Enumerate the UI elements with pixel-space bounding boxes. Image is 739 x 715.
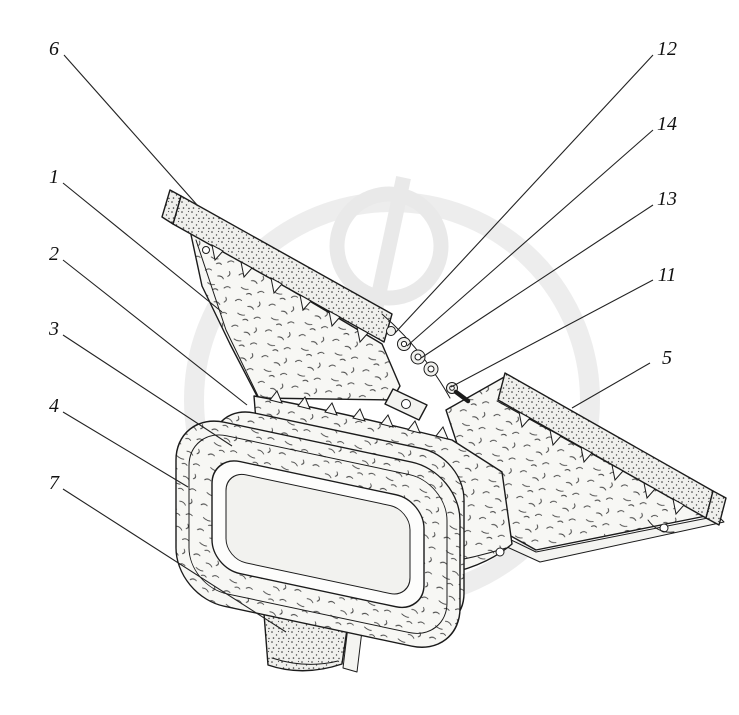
mount-bracket-hole: [401, 399, 411, 409]
left-flange-panel: [189, 229, 401, 401]
neck-back-edge: [381, 313, 451, 399]
right-flange-tab-line: [647, 519, 675, 533]
spring-washer-inner: [427, 365, 435, 373]
leader-11: [450, 279, 654, 388]
left-flange-fold-line: [195, 239, 259, 397]
right-flange-teeth: [518, 411, 685, 516]
left-flange-teeth: [211, 244, 369, 344]
watermark-logo-glyph: [329, 175, 449, 318]
leader-2: [62, 259, 248, 406]
right-flange-end-cap: [705, 490, 727, 526]
leader-6: [63, 54, 199, 207]
callout-label-6: 6: [49, 38, 59, 60]
leader-5: [571, 362, 651, 409]
callout-label-12: 12: [657, 38, 677, 60]
leader-lines: [62, 54, 654, 633]
leader-12: [394, 54, 654, 334]
callout-label-4: 4: [49, 395, 59, 417]
callout-label-1: 1: [49, 166, 59, 188]
leader-14: [406, 129, 654, 347]
fasteners: [381, 313, 471, 421]
washer-part-13-inner: [414, 353, 422, 361]
leader-4: [62, 411, 189, 488]
left-flange: [161, 189, 401, 401]
callout-label-13: 13: [657, 188, 677, 210]
leader-13: [420, 204, 654, 359]
callout-label-7: 7: [49, 472, 60, 494]
left-flange-hole: [202, 246, 210, 254]
left-flange-end-cap: [161, 189, 182, 225]
bolt-part-11-shank: [453, 389, 471, 404]
callout-label-2: 2: [49, 243, 59, 265]
callout-label-14: 14: [657, 113, 677, 135]
callout-label-3: 3: [48, 318, 59, 340]
seal-ring-duct-inner: [225, 473, 411, 595]
leader-7: [62, 488, 287, 633]
seal-ring-mid-line: [188, 434, 448, 634]
leader-3: [62, 334, 233, 447]
screw-part-12: [386, 326, 396, 336]
bottom-duct-curve: [271, 657, 339, 665]
washer-part-14-inner: [400, 340, 408, 348]
callout-label-5: 5: [662, 347, 672, 369]
bolt-part-11-center: [449, 385, 455, 391]
right-flange: [445, 372, 727, 563]
callout-labels: 6 1 2 3 4 7 12 14 13 11 5: [48, 38, 677, 494]
seal-ring: [175, 420, 461, 648]
leader-1: [62, 182, 223, 313]
duct-body-hole: [495, 547, 505, 557]
callout-label-11: 11: [658, 264, 677, 286]
duct-body-teeth: [269, 390, 449, 440]
